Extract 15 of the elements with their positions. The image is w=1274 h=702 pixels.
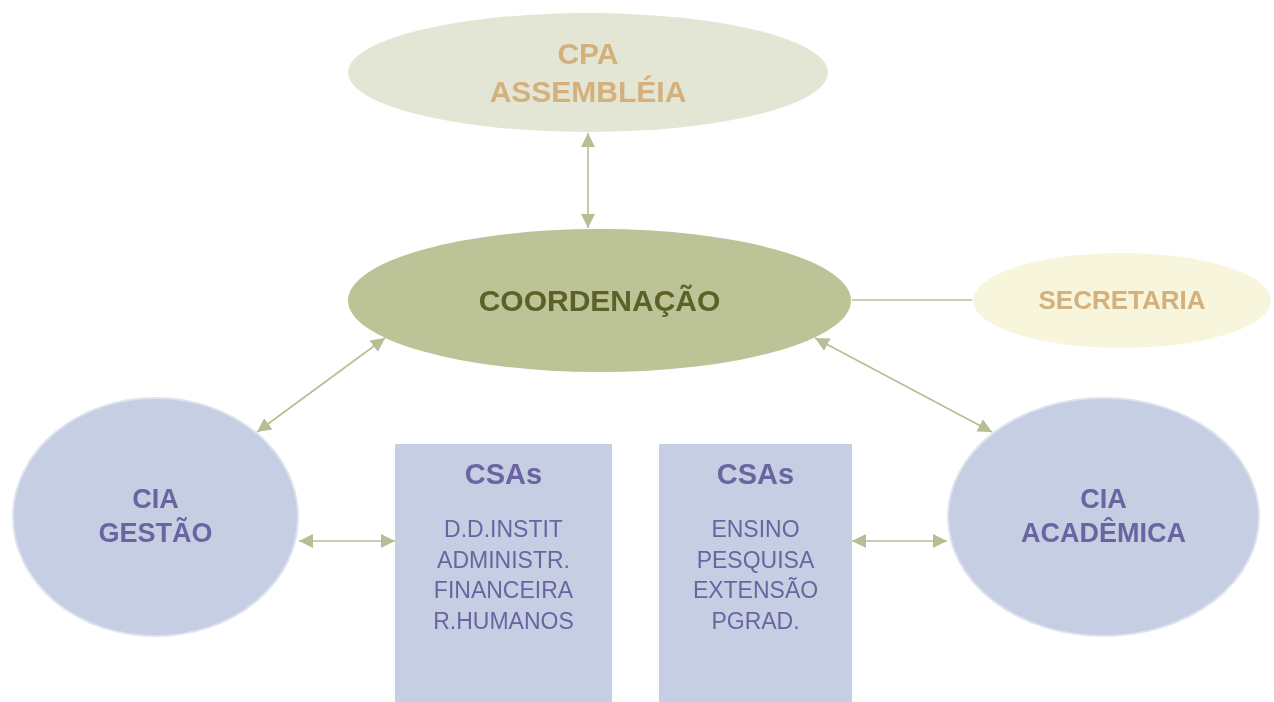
node-text: ENSINO PESQUISA EXTENSÃO PGRAD. [692, 515, 819, 636]
node-title: CSAs [464, 457, 543, 492]
double-arrow [851, 534, 948, 548]
node-title: SECRETARIA [1038, 284, 1206, 317]
node-title: CPA ASSEMBLÉIA [489, 36, 687, 110]
node-title: CIA ACADÊMICA [1021, 483, 1186, 550]
node-title: CSAs [716, 457, 795, 492]
double-arrow [581, 132, 595, 229]
double-arrow [298, 534, 396, 548]
connector-line [851, 299, 973, 301]
double-arrow [814, 337, 993, 433]
double-arrow [256, 337, 386, 433]
node-text: D.D.INSTIT ADMINISTR. FINANCEIRA R.HUMANOS [433, 515, 574, 636]
node-title: COORDENAÇÃO [478, 282, 721, 319]
node-title: CIA GESTÃO [98, 483, 213, 550]
